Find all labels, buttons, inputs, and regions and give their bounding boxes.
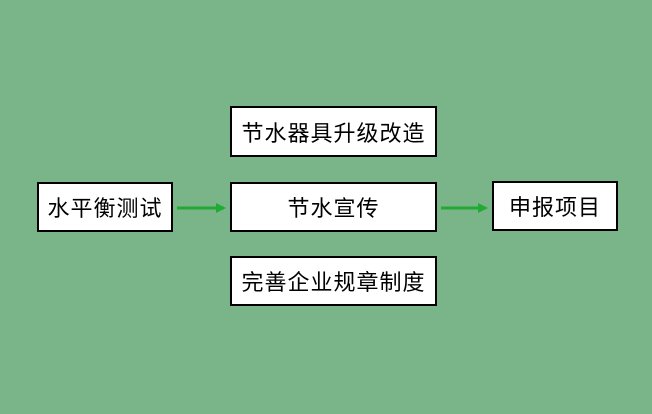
- node-improve-regulations: 完善企业规章制度: [230, 256, 437, 306]
- node-water-saving-promotion: 节水宣传: [230, 182, 437, 232]
- node-declare-project: 申报项目: [492, 181, 618, 231]
- node-fixture-upgrade: 节水器具升级改造: [230, 106, 437, 157]
- node-water-balance-test: 水平衡测试: [37, 182, 173, 232]
